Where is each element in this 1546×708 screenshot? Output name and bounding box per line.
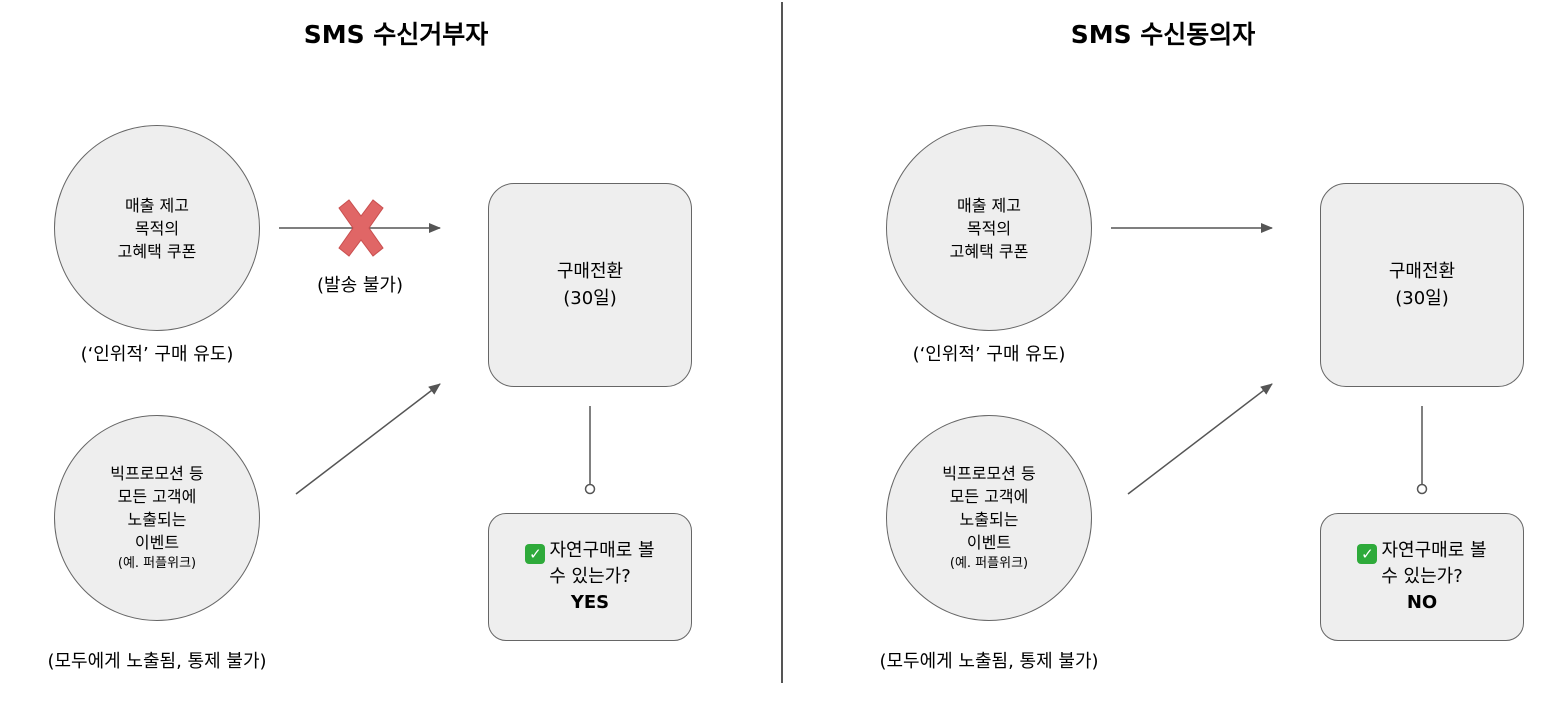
coupon-caption: (‘인위적’ 구매 유도) xyxy=(912,344,1066,365)
event-line: 모든 고객에 xyxy=(117,487,197,506)
coupon-line: 고혜택 쿠폰 xyxy=(117,241,197,261)
panel-sms-opt-out: SMS 수신거부자 매출 제고 목적의 고혜택 쿠폰 (‘인위적’ 구매 유도)… xyxy=(47,20,692,672)
coupon-line: 목적의 xyxy=(134,218,180,238)
conversion-label: 구매전환 xyxy=(556,261,624,282)
question-line: 수 있는가? xyxy=(549,566,631,587)
event-line: 모든 고객에 xyxy=(949,487,1029,506)
coupon-caption: (‘인위적’ 구매 유도) xyxy=(80,344,234,365)
connector-end-dot-right xyxy=(1416,483,1428,495)
panel-sms-opt-in: SMS 수신동의자 매출 제고 목적의 고혜택 쿠폰 (‘인위적’ 구매 유도)… xyxy=(833,0,1546,708)
check-mark-icon: ✓ xyxy=(525,544,546,564)
question-line: ✓자연구매로 볼 xyxy=(525,538,655,564)
event-line: 빅프로모션 등 xyxy=(942,464,1036,483)
question-line: ✓자연구매로 볼 xyxy=(1357,538,1487,564)
event-example: (예. 퍼플위크) xyxy=(117,556,197,571)
question-node: ✓자연구매로 볼 수 있는가? YES xyxy=(488,513,692,641)
coupon-line: 매출 제고 xyxy=(125,195,189,215)
conversion-node: 구매전환 (30일) xyxy=(488,183,692,387)
panel-title: SMS 수신동의자 xyxy=(1070,20,1256,49)
coupon-line: 목적의 xyxy=(966,218,1012,238)
event-line: 노출되는 xyxy=(959,510,1019,529)
panel-divider xyxy=(781,2,783,683)
coupon-line: 매출 제고 xyxy=(957,195,1021,215)
event-line: 빅프로모션 등 xyxy=(110,464,204,483)
question-answer: YES xyxy=(570,592,610,613)
question-node: ✓자연구매로 볼 수 있는가? NO xyxy=(1320,513,1524,641)
blocked-label: (발송 불가) xyxy=(316,275,403,296)
event-caption: (모두에게 노출됨, 통제 불가) xyxy=(879,651,1099,672)
event-node: 빅프로모션 등 모든 고객에 노출되는 이벤트 (예. 퍼플위크) xyxy=(54,415,260,621)
red-x-icon xyxy=(338,199,384,257)
question-answer: NO xyxy=(1406,592,1438,613)
event-line: 이벤트 xyxy=(966,533,1012,552)
event-node: 빅프로모션 등 모든 고객에 노출되는 이벤트 (예. 퍼플위크) xyxy=(886,415,1092,621)
panel-title: SMS 수신거부자 xyxy=(303,20,489,49)
event-line: 노출되는 xyxy=(127,510,187,529)
conversion-period: (30일) xyxy=(1395,288,1449,309)
conversion-label: 구매전환 xyxy=(1388,261,1456,282)
event-caption: (모두에게 노출됨, 통제 불가) xyxy=(47,651,267,672)
coupon-node: 매출 제고 목적의 고혜택 쿠폰 xyxy=(54,125,260,331)
event-example: (예. 퍼플위크) xyxy=(949,556,1029,571)
event-to-conversion-arrow xyxy=(295,383,441,495)
conversion-node: 구매전환 (30일) xyxy=(1320,183,1524,387)
coupon-node: 매출 제고 목적의 고혜택 쿠폰 xyxy=(886,125,1092,331)
question-line: 수 있는가? xyxy=(1381,566,1463,587)
check-mark-icon: ✓ xyxy=(1357,544,1378,564)
coupon-line: 고혜택 쿠폰 xyxy=(949,241,1029,261)
event-line: 이벤트 xyxy=(134,533,180,552)
event-to-conversion-arrow-right xyxy=(1127,383,1273,495)
connector-end-dot xyxy=(584,483,596,495)
conversion-period: (30일) xyxy=(563,288,617,309)
